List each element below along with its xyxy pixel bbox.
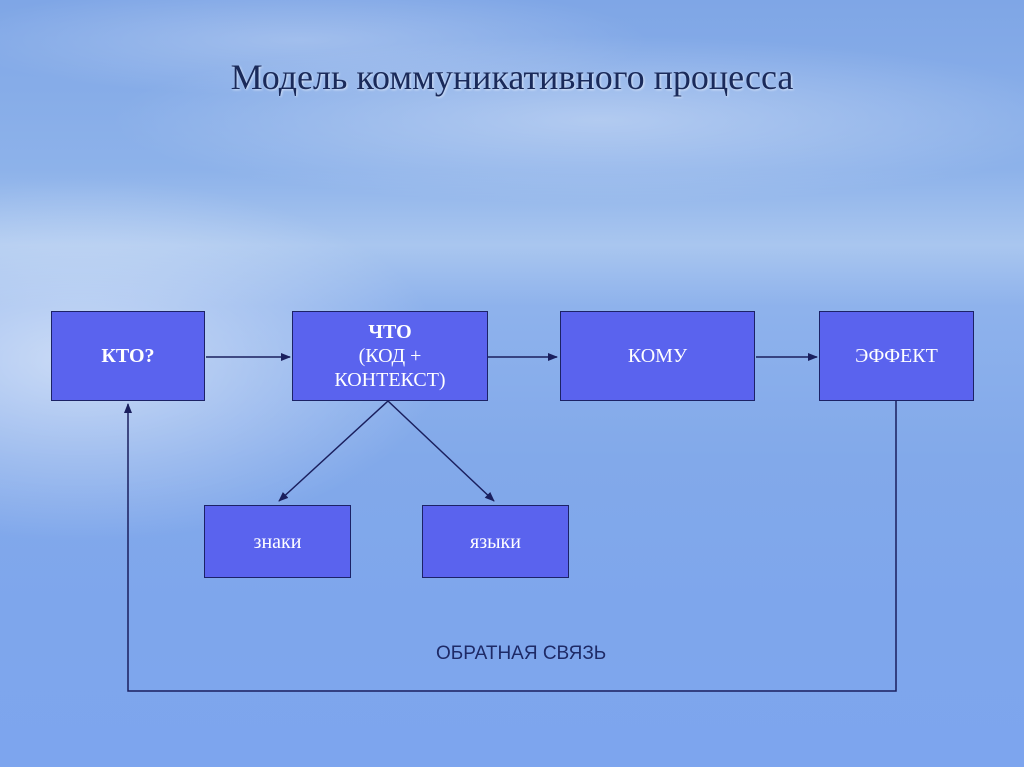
box-whom-label: КОМУ [627, 345, 688, 367]
box-signs-label: знаки [253, 530, 302, 553]
box-who: КТО? [51, 311, 205, 401]
box-languages-label: языки [470, 530, 521, 553]
box-signs: знаки [204, 505, 351, 578]
box-languages: языки [422, 505, 569, 578]
box-what-code: (КОД + [358, 345, 422, 367]
box-effect: ЭФФЕКТ [819, 311, 974, 401]
arrow-what-to-languages [387, 400, 495, 502]
box-effect-label: ЭФФЕКТ [855, 345, 938, 367]
box-what: ЧТО (КОД + КОНТЕКСТ) [292, 311, 488, 401]
arrow-what-to-signs [278, 400, 389, 502]
feedback-label: ОБРАТНАЯ СВЯЗЬ [436, 643, 607, 664]
feedback-loop-line [124, 401, 897, 692]
box-what-label: ЧТО [368, 321, 412, 343]
box-what-context: КОНТЕКСТ) [334, 369, 446, 391]
box-whom: КОМУ [560, 311, 755, 401]
box-who-label: КТО? [101, 345, 155, 367]
slide-title: Модель коммуникативного процесса [230, 57, 794, 97]
